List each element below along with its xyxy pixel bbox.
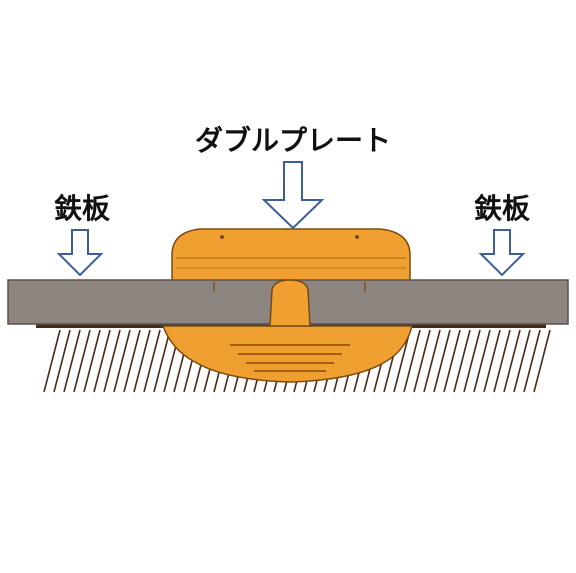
center-down-arrow-icon [261, 161, 325, 230]
hatch-line [413, 329, 431, 393]
double-plate-stem [269, 279, 311, 327]
hatch-line [133, 329, 151, 393]
hatch-line [63, 329, 81, 393]
double-plate-top-cap [171, 228, 411, 283]
hatch-line [83, 329, 101, 393]
hatch-line [153, 329, 171, 393]
hatch-line [463, 329, 481, 393]
hatch-line [503, 329, 521, 393]
label-steel-plate-right: 鉄板 [474, 192, 530, 225]
hatch-line [473, 329, 491, 393]
hatch-line [403, 329, 421, 393]
hatch-line [513, 329, 531, 393]
hatch-line [493, 329, 511, 393]
hatch-line [43, 329, 61, 393]
hatch-line [113, 329, 131, 393]
hatch-line [443, 329, 461, 393]
double-plate-ribs [230, 344, 350, 372]
hatch-line [453, 329, 471, 393]
left-down-arrow-icon [56, 229, 104, 277]
hatch-line [533, 329, 551, 393]
hatch-line [483, 329, 501, 393]
hatch-line [523, 329, 541, 393]
hatch-line [433, 329, 451, 393]
label-double-plate: ダブルプレート [195, 124, 391, 157]
hatch-line [93, 329, 111, 393]
hatch-line [73, 329, 91, 393]
right-down-arrow-icon [478, 229, 526, 277]
hatch-line [423, 329, 441, 393]
hatch-line [143, 329, 161, 393]
hatch-line [53, 329, 71, 393]
hatch-line [103, 329, 121, 393]
label-steel-plate-left: 鉄板 [54, 192, 110, 225]
double-plate-bottom-body [161, 325, 413, 383]
hatch-line [123, 329, 141, 393]
